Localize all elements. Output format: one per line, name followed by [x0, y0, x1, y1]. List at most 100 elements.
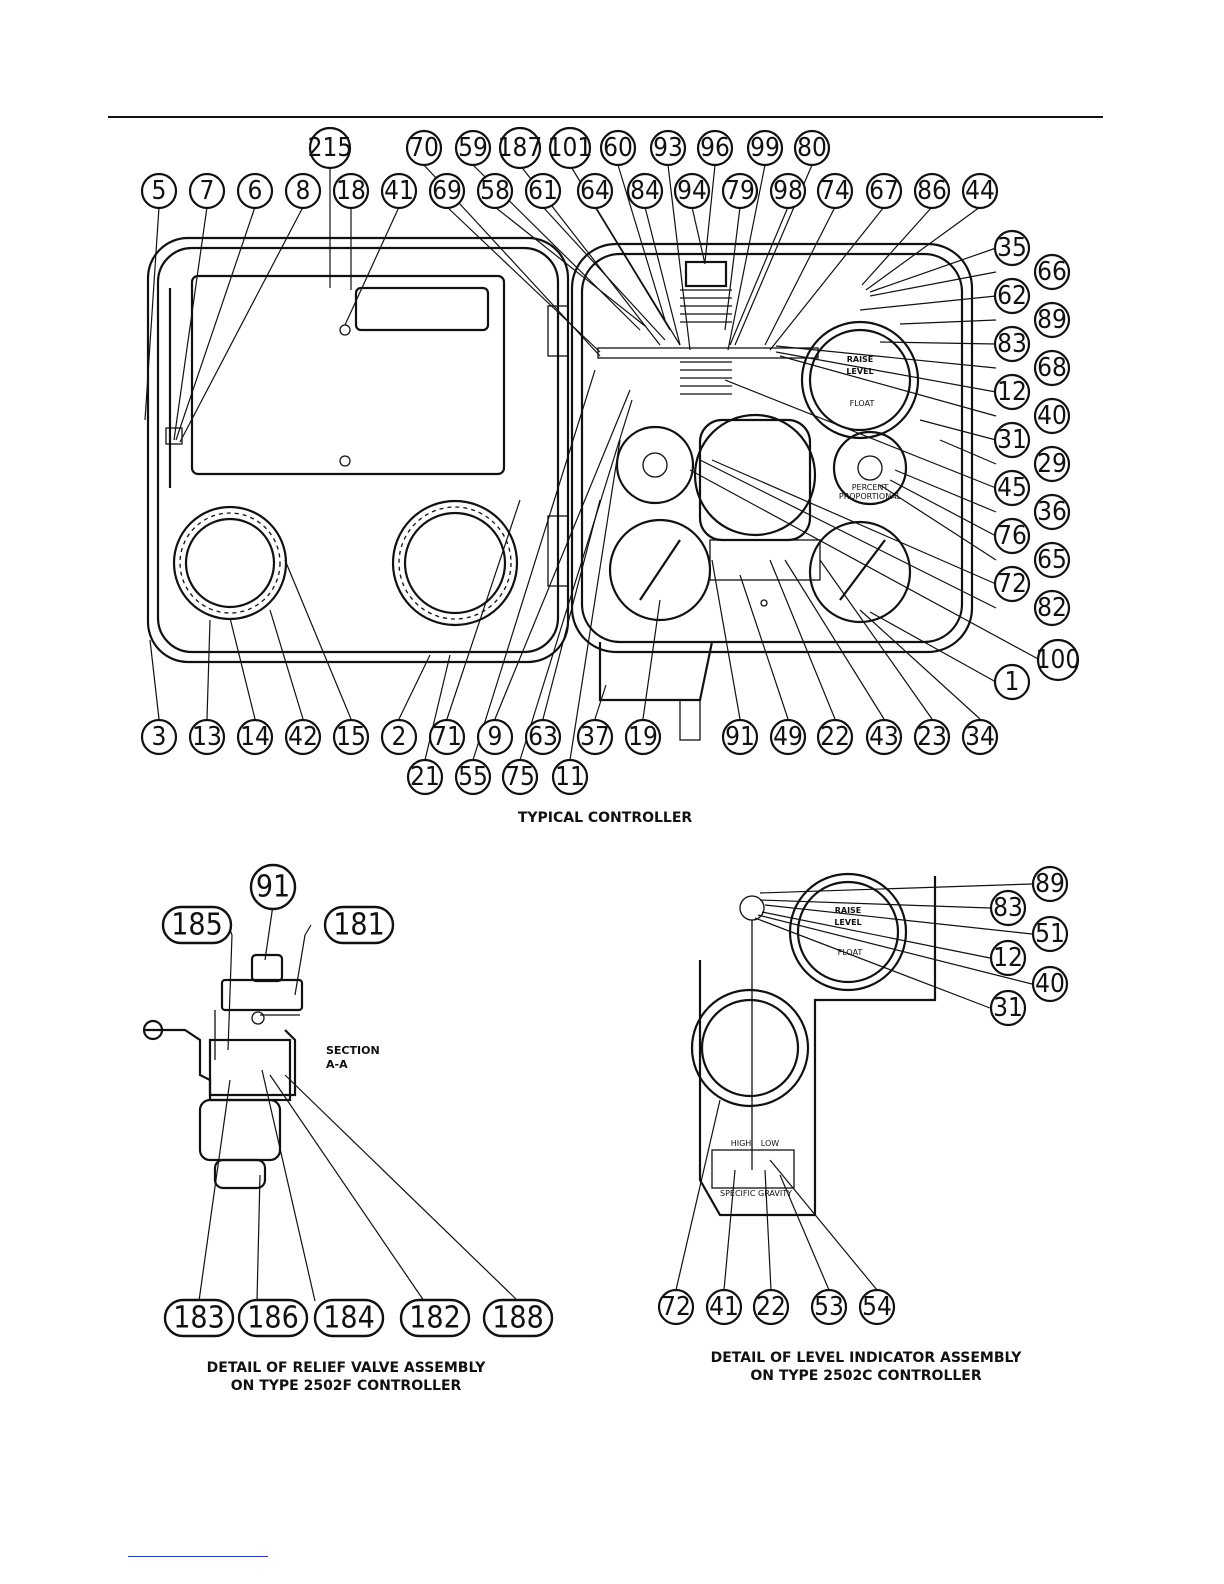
callout-182: 182 [399, 1298, 471, 1338]
dial-float: FLOAT [850, 399, 875, 408]
svg-text:14: 14 [240, 722, 270, 752]
svg-text:75: 75 [505, 762, 535, 792]
svg-text:29: 29 [1037, 449, 1067, 479]
svg-text:89: 89 [1037, 305, 1067, 335]
svg-text:22: 22 [756, 1292, 786, 1322]
callout-1: 1 [993, 663, 1031, 701]
svg-text:61: 61 [528, 176, 558, 206]
svg-text:42: 42 [288, 722, 318, 752]
svg-text:84: 84 [630, 176, 660, 206]
callout-215: 215 [308, 126, 353, 170]
svg-text:101: 101 [548, 133, 593, 163]
svg-text:71: 71 [432, 722, 462, 752]
svg-text:49: 49 [773, 722, 803, 752]
callout-79: 79 [721, 172, 759, 210]
svg-text:58: 58 [480, 176, 510, 206]
svg-text:89: 89 [1035, 869, 1065, 899]
svg-text:36: 36 [1037, 497, 1067, 527]
callout-76: 76 [993, 517, 1031, 555]
footer-link-rule [128, 1556, 268, 1557]
callout-11: 11 [551, 758, 589, 796]
svg-text:215: 215 [308, 133, 353, 163]
callout-22: 22 [816, 718, 854, 756]
callout-53: 53 [810, 1288, 848, 1326]
callout-80: 80 [793, 129, 831, 167]
callout-41-level: 41 [705, 1288, 743, 1326]
callout-96: 96 [696, 129, 734, 167]
svg-text:9: 9 [488, 722, 503, 752]
svg-text:31: 31 [997, 425, 1027, 455]
label-high: HIGH [731, 1139, 752, 1148]
svg-text:6: 6 [248, 176, 263, 206]
callout-59: 59 [454, 129, 492, 167]
callout-9: 9 [476, 718, 514, 756]
label-low: LOW [761, 1139, 779, 1148]
callout-36: 36 [1033, 493, 1071, 531]
level-caption-line1: DETAIL OF LEVEL INDICATOR ASSEMBLY [711, 1350, 1023, 1366]
svg-text:74: 74 [820, 176, 850, 206]
callout-71: 71 [428, 718, 466, 756]
callout-100: 100 [1036, 638, 1080, 682]
callout-51: 51 [1031, 915, 1069, 953]
callout-63: 63 [524, 718, 562, 756]
section-label: SECTION [326, 1044, 380, 1057]
svg-text:12: 12 [997, 377, 1027, 407]
svg-text:83: 83 [993, 893, 1023, 923]
callout-82: 82 [1033, 589, 1071, 627]
callout-60: 60 [599, 129, 637, 167]
svg-text:186: 186 [247, 1301, 299, 1336]
svg-text:96: 96 [700, 133, 730, 163]
svg-text:184: 184 [323, 1301, 375, 1336]
label-specific-gravity: SPECIFIC GRAVITY [720, 1189, 792, 1198]
callout-37: 37 [576, 718, 614, 756]
callout-74: 74 [816, 172, 854, 210]
relief-valve-drawing [142, 953, 304, 1190]
svg-text:1: 1 [1005, 667, 1020, 697]
svg-text:93: 93 [653, 133, 683, 163]
svg-text:62: 62 [997, 281, 1027, 311]
level-dial-level: LEVEL [834, 918, 861, 927]
svg-text:76: 76 [997, 521, 1027, 551]
level-leaders [675, 883, 1033, 1291]
svg-text:79: 79 [725, 176, 755, 206]
callout-15: 15 [332, 718, 370, 756]
svg-text:70: 70 [409, 133, 439, 163]
svg-text:34: 34 [965, 722, 995, 752]
callout-75: 75 [501, 758, 539, 796]
dial-level: LEVEL [846, 367, 873, 376]
callout-34: 34 [961, 718, 999, 756]
svg-text:44: 44 [965, 176, 995, 206]
svg-text:98: 98 [773, 176, 803, 206]
svg-text:41: 41 [709, 1292, 739, 1322]
callout-83-level: 83 [989, 889, 1027, 927]
svg-text:22: 22 [820, 722, 850, 752]
svg-text:72: 72 [997, 569, 1027, 599]
callout-54: 54 [858, 1288, 896, 1326]
callout-12: 12 [993, 373, 1031, 411]
callout-35: 35 [993, 229, 1031, 267]
svg-text:35: 35 [997, 233, 1027, 263]
callout-98: 98 [769, 172, 807, 210]
relief-caption-line1: DETAIL OF RELIEF VALVE ASSEMBLY [207, 1360, 487, 1376]
typical-controller-caption: TYPICAL CONTROLLER [518, 810, 693, 826]
callout-62: 62 [993, 277, 1031, 315]
svg-text:43: 43 [869, 722, 899, 752]
level-indicator-drawing: RAISE LEVEL FLOAT HIGH LOW SPECIFIC GRAV… [690, 872, 937, 1217]
svg-text:185: 185 [171, 908, 223, 943]
svg-text:94: 94 [677, 176, 707, 206]
callout-23: 23 [913, 718, 951, 756]
svg-text:59: 59 [458, 133, 488, 163]
callout-84: 84 [626, 172, 664, 210]
svg-text:99: 99 [750, 133, 780, 163]
callout-70: 70 [405, 129, 443, 167]
svg-text:69: 69 [432, 176, 462, 206]
svg-text:82: 82 [1037, 593, 1067, 623]
callout-187: 187 [498, 126, 542, 170]
callout-49: 49 [769, 718, 807, 756]
callout-86: 86 [913, 172, 951, 210]
svg-text:37: 37 [580, 722, 610, 752]
callout-41: 41 [380, 172, 418, 210]
svg-text:188: 188 [492, 1301, 544, 1336]
callout-8: 8 [284, 172, 322, 210]
svg-text:182: 182 [409, 1301, 461, 1336]
